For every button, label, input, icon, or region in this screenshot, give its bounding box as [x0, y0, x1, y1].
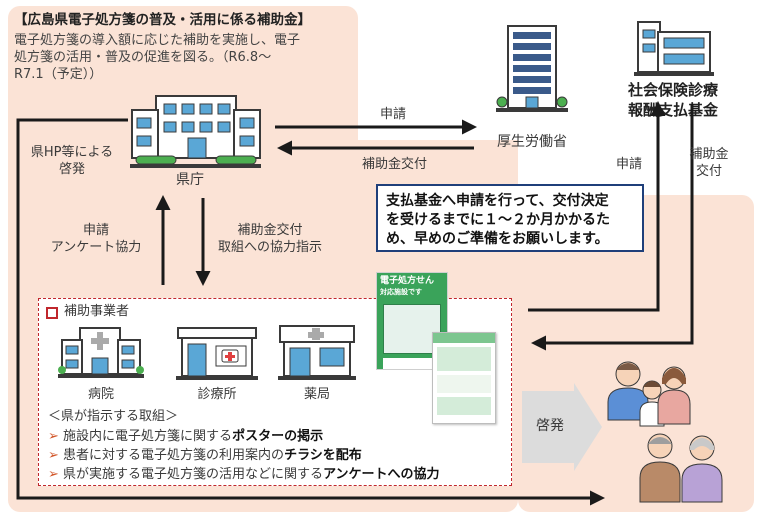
initiatives-title: ＜県が指示する取組＞ — [48, 409, 179, 424]
prefecture-label: 県庁 — [176, 172, 204, 188]
poster-title-line: 対応施設です — [380, 288, 422, 296]
fund-grant-label: 補助金 交付 — [682, 146, 736, 180]
initiative-item: ➢ 施設内に電子処方箋に関するポスターの掲示 — [48, 427, 440, 446]
leaflet-body — [437, 397, 491, 415]
notice-box: 支払基金へ申請を行って、交付決定 を受けるまでに１～２か月かかるた め、早めのご… — [376, 184, 644, 252]
ministry-label: 厚生労働省 — [497, 134, 567, 150]
poster-footer — [383, 358, 441, 369]
clinic-icon — [176, 327, 258, 380]
facility-label-hospital: 病院 — [87, 387, 114, 402]
initiative-highlight: アンケートへの協力 — [323, 467, 440, 482]
initiative-highlight: ポスターの掲示 — [232, 429, 324, 444]
description-line: R7.1（予定）） — [14, 67, 103, 82]
ministry-apply-label: 申請 — [380, 107, 407, 122]
initiative-text: 患者に対する電子処方箋の利用案内の — [63, 448, 285, 463]
initiative-text: 県が実施する電子処方箋の活用などに関する — [63, 467, 324, 482]
businesses-title-marker — [46, 307, 58, 319]
initiatives-list: ➢ 施設内に電子処方箋に関するポスターの掲示 ➢ 患者に対する電子処方箋の利用案… — [48, 427, 440, 484]
awareness-line: 県HP等による — [30, 145, 114, 160]
facility-label-pharmacy: 薬局 — [303, 387, 330, 402]
ministry-grant-label: 補助金交付 — [362, 157, 428, 172]
awareness-line: 啓発 — [58, 162, 85, 177]
label-line: 補助金交付 — [237, 223, 303, 238]
label-line: 交付 — [695, 164, 722, 179]
businesses-title: 補助事業者 — [64, 304, 130, 319]
facility-label-clinic: 診療所 — [197, 387, 237, 402]
poster-image: 電子処方せん 対応施設です — [376, 272, 448, 370]
fund-apply-label: 申請 — [616, 157, 643, 172]
initiative-item: ➢ 患者に対する電子処方箋の利用案内のチラシを配布 — [48, 446, 440, 465]
notice-line: め、早めのご準備をお願いします。 — [386, 231, 609, 247]
ministry-building-icon — [496, 25, 568, 112]
leaflet-header — [433, 333, 495, 343]
prefecture-awareness-label: 県HP等による 啓発 — [22, 144, 122, 178]
fund-label-line: 報酬支払基金 — [627, 101, 718, 119]
initiative-highlight: チラシを配布 — [284, 448, 362, 463]
bullet-icon: ➢ — [48, 429, 59, 444]
page-title: 【広島県電子処方箋の普及・活用に係る補助金】 — [14, 12, 311, 28]
notice-line: 支払基金へ申請を行って、交付決定 — [386, 193, 609, 209]
bullet-icon: ➢ — [48, 448, 59, 463]
bullet-icon: ➢ — [48, 467, 59, 482]
label-line: アンケート協力 — [50, 240, 142, 255]
leaflet-body — [437, 375, 491, 393]
fund-label-line: 社会保険診療 — [627, 81, 718, 99]
to-businesses-label: 補助金交付 取組への協力指示 — [205, 222, 335, 256]
hospital-icon — [58, 327, 144, 378]
poster-title: 電子処方せん 対応施設です — [377, 273, 447, 298]
label-line: 取組への協力指示 — [217, 240, 322, 255]
awareness-big-arrow — [522, 383, 602, 471]
description-line: 処方箋の活用・普及の促進を図る。（R6.8～ — [14, 50, 272, 65]
fund-building-icon — [634, 21, 714, 76]
people-icon — [607, 361, 723, 503]
notice-line: を受けるまでに１～２か月かかるた — [386, 212, 610, 228]
label-line: 補助金 — [689, 147, 729, 162]
fund-label: 社会保険診療 報酬支払基金 — [608, 80, 738, 120]
from-businesses-label: 申請 アンケート協力 — [36, 222, 156, 256]
leaflet-body — [437, 347, 491, 371]
awareness-arrow-label: 啓発 — [536, 418, 564, 434]
leaflet-image — [432, 332, 496, 424]
description-line: 電子処方箋の導入額に応じた補助を実施し、電子 — [14, 33, 301, 48]
description: 電子処方箋の導入額に応じた補助を実施し、電子 処方箋の活用・普及の促進を図る。（… — [14, 32, 300, 83]
poster-art — [383, 304, 441, 354]
initiative-item: ➢ 県が実施する電子処方箋の活用などに関するアンケートへの協力 — [48, 465, 440, 484]
prefecture-building-icon — [130, 95, 261, 168]
label-line: 申請 — [82, 223, 109, 238]
pharmacy-icon — [278, 325, 356, 380]
poster-title-line: 電子処方せん — [380, 276, 435, 286]
initiative-text: 施設内に電子処方箋に関する — [63, 429, 233, 444]
